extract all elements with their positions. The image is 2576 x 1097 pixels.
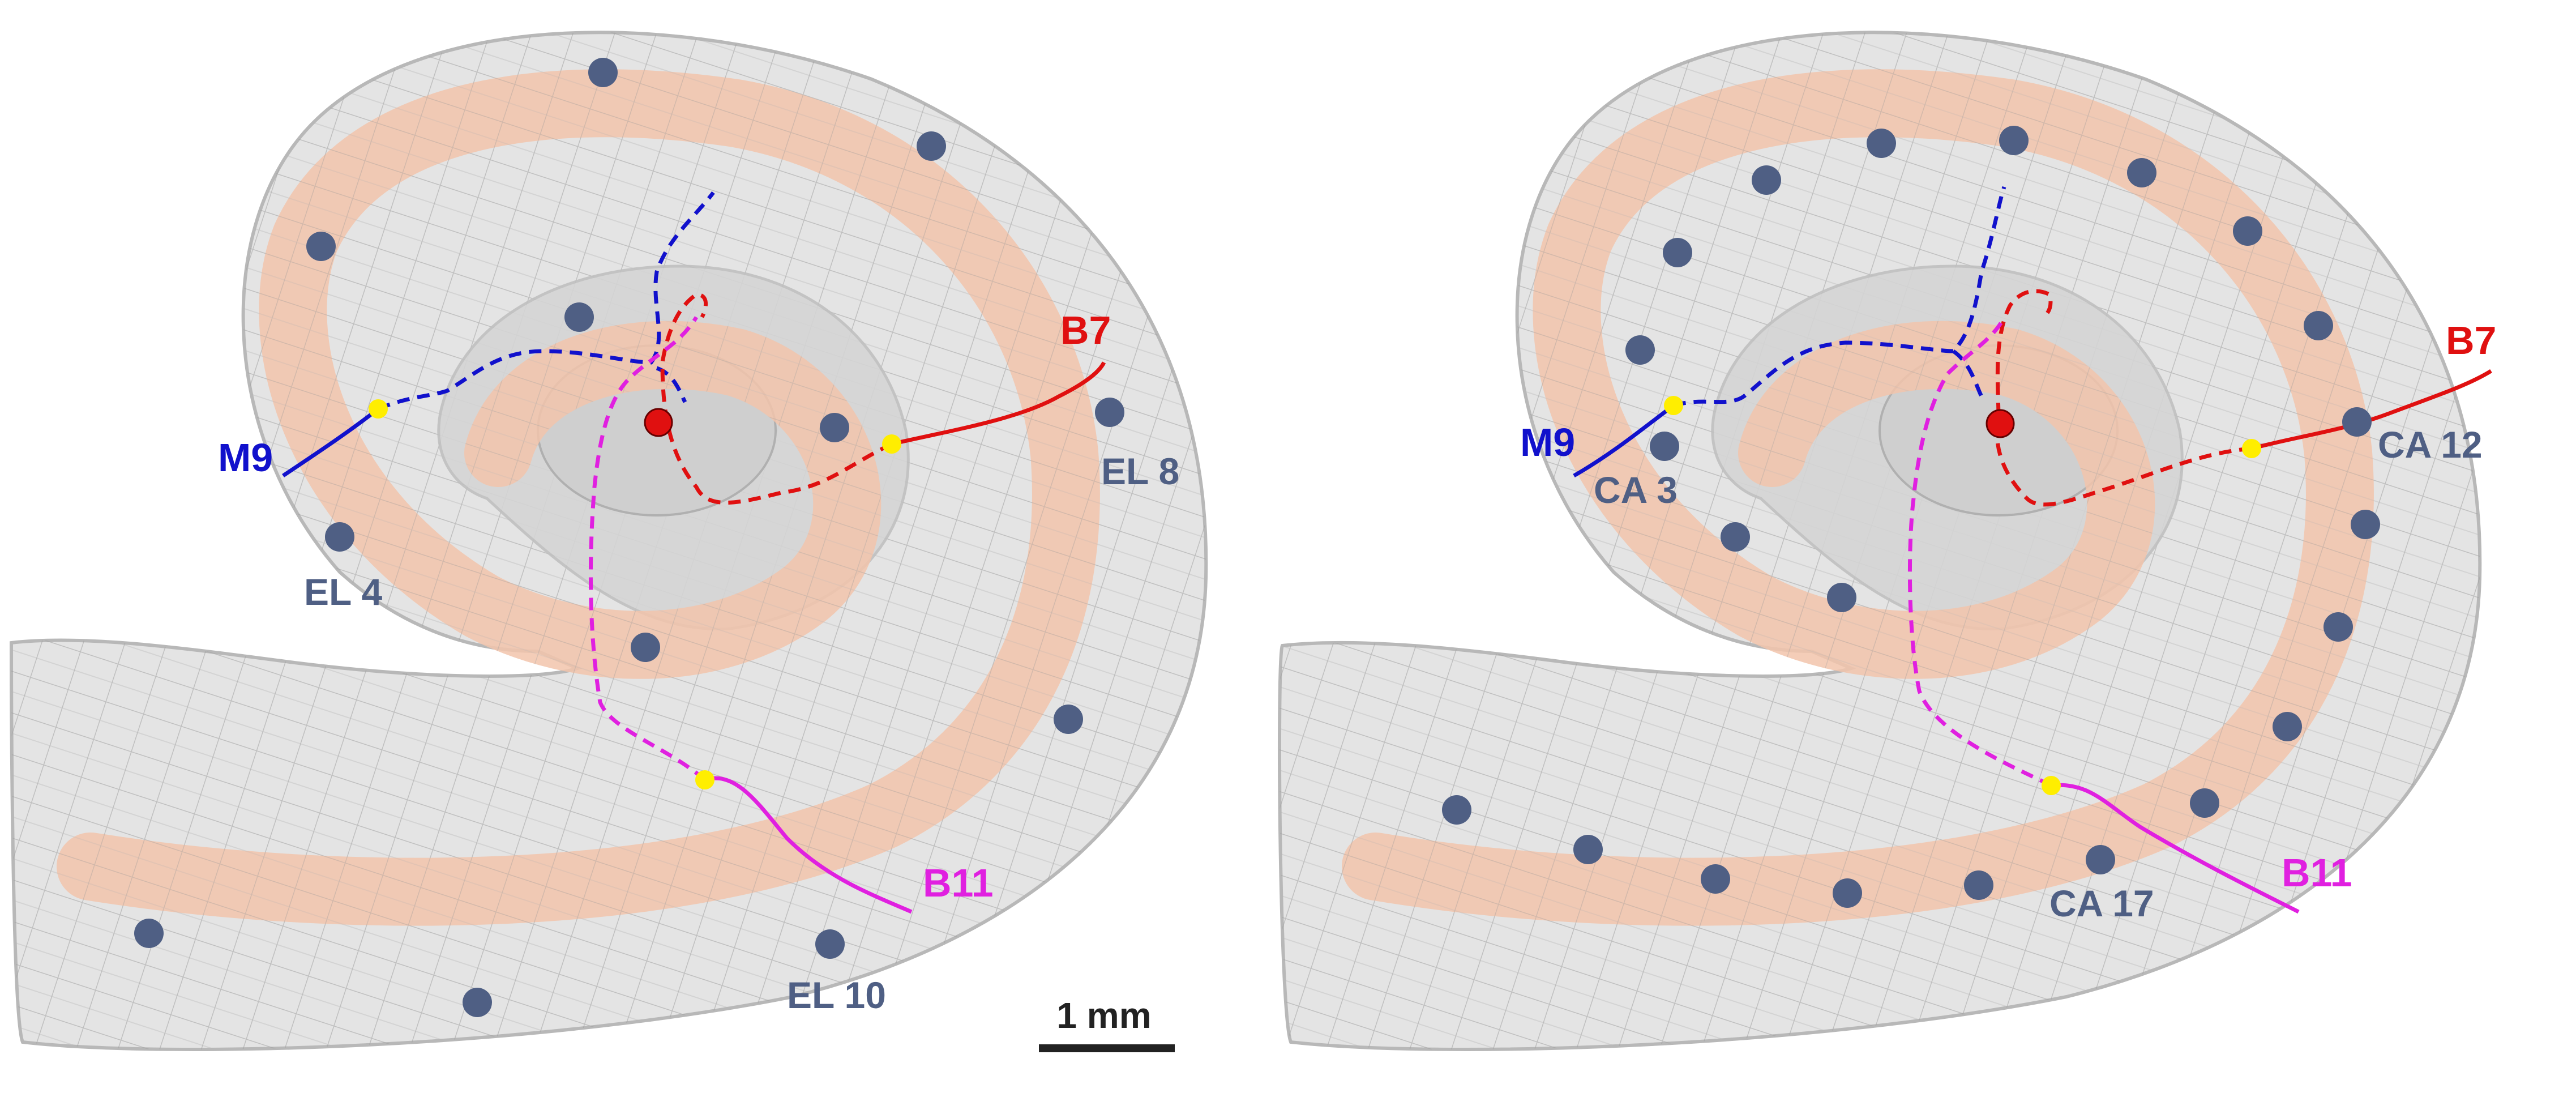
electrode: [2323, 612, 2353, 642]
electrode: [1833, 878, 1862, 908]
electrodes-right: [1442, 126, 2380, 908]
electrode: [134, 919, 164, 948]
fiber-b11-solid: [2051, 783, 2300, 914]
m9-terminal-point: [1664, 396, 1683, 415]
electrode: [917, 131, 946, 161]
fiber-label-b11: B11: [923, 861, 994, 905]
electrode-label-ca12: CA 12: [2378, 424, 2483, 466]
electrode: [1721, 522, 1750, 552]
b7-terminal-point: [2242, 439, 2261, 458]
origin-point: [644, 408, 673, 437]
electrode: [1650, 432, 1679, 461]
electrode: [1827, 583, 1856, 612]
electrode: [1573, 835, 1603, 864]
electrode: [2233, 216, 2262, 246]
electrodes-left: [134, 58, 1124, 1017]
electrode: [815, 929, 845, 959]
electrode: [820, 413, 849, 442]
fiber-m9-solid: [1573, 404, 1675, 478]
left-cochlea-panel: M9 B7 B11 EL 4 EL 8 EL 10: [9, 31, 1208, 1051]
electrode: [2342, 407, 2372, 437]
electrode: [2190, 788, 2219, 818]
electrode: [2273, 712, 2302, 741]
electrode: [2086, 845, 2115, 874]
scale-bar-line: [1039, 1044, 1175, 1052]
fiber-m9-dashed: [1673, 186, 2006, 408]
electrode: [1964, 870, 1993, 900]
electrode: [1442, 795, 1471, 825]
electrode: [306, 232, 336, 261]
electrode: [1701, 864, 1730, 894]
fiber-b11-dashed: [588, 316, 707, 782]
electrode: [2304, 311, 2333, 340]
electrode-label-el8: EL 8: [1101, 450, 1179, 492]
b11-terminal-point: [2042, 776, 2061, 795]
electrode: [2127, 158, 2156, 187]
fiber-label-b7: B7: [2446, 318, 2496, 362]
fiber-b11-dashed: [1907, 316, 2052, 788]
b7-terminal-point: [882, 434, 901, 454]
m9-terminal-point: [369, 399, 388, 419]
electrode-label-el4: EL 4: [304, 571, 382, 613]
scale-bar: 1 mm: [1039, 995, 1175, 1052]
b11-terminal-point: [695, 770, 714, 789]
right-cochlea-panel: M9 B7 B11 CA 3 CA 12 CA 17: [1278, 31, 2496, 1051]
fiber-b7-dashed: [1995, 289, 2252, 507]
origin-point: [1986, 409, 2015, 438]
fiber-label-m9: M9: [218, 436, 273, 480]
electrode-label-el10: EL 10: [787, 974, 886, 1016]
fiber-b7-solid: [891, 361, 1106, 446]
scale-bar-label: 1 mm: [1056, 995, 1151, 1036]
fiber-b7-dashed: [660, 292, 893, 505]
electrode: [1752, 165, 1781, 195]
electrode-label-ca3: CA 3: [1594, 469, 1678, 511]
electrode: [588, 58, 618, 87]
electrode: [325, 522, 354, 552]
electrode: [463, 988, 492, 1017]
electrode: [1867, 129, 1896, 158]
fiber-label-b7: B7: [1060, 308, 1111, 352]
electrode: [564, 302, 594, 332]
fiber-m9-solid: [282, 407, 380, 477]
electrode: [1095, 398, 1124, 427]
electrode: [1663, 238, 1692, 267]
electrode-label-ca17: CA 17: [2049, 882, 2154, 924]
electrode: [1054, 705, 1083, 734]
electrode: [1625, 335, 1655, 365]
fiber-label-b11: B11: [2282, 851, 2352, 895]
electrode: [2351, 510, 2380, 539]
fiber-b7-solid: [2251, 369, 2492, 451]
electrode: [1999, 126, 2029, 155]
fiber-label-m9: M9: [1520, 420, 1575, 464]
electrode: [631, 633, 660, 662]
fiber-b11-solid: [704, 776, 913, 914]
